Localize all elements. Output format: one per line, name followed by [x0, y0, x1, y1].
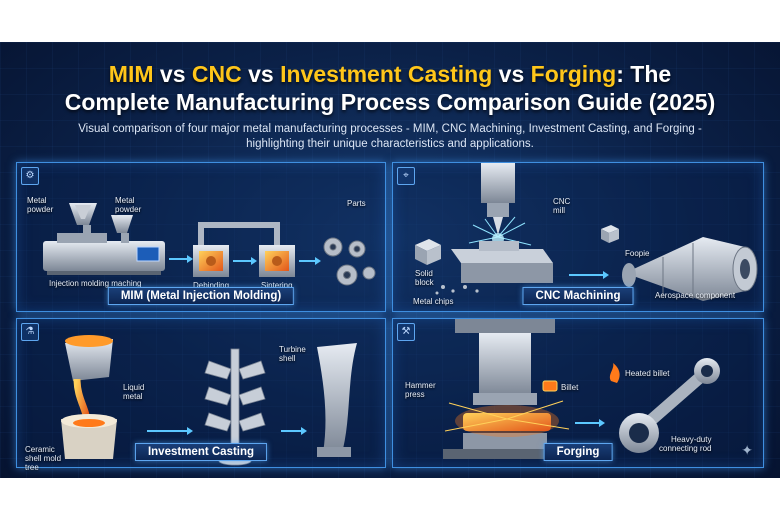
panel-investment-casting: ⚗ [16, 318, 386, 472]
gear-icon: ⚙ [21, 167, 39, 185]
label-foopie: Foopie [625, 249, 650, 258]
powder-hopper-2 [111, 215, 133, 233]
turbine-blade [317, 343, 357, 457]
hot-billet [463, 413, 551, 431]
cnc-illustration [415, 163, 758, 301]
forge-sparks [444, 400, 570, 432]
ceramic-mold [61, 419, 117, 459]
injection-molding-machine [43, 241, 165, 271]
forging-illustration [443, 319, 720, 459]
mim-illustration [43, 203, 376, 286]
ladle-icon: ⚗ [21, 323, 39, 341]
cnc-mill-icon: ⌖ [397, 167, 415, 185]
aerospace-component [622, 237, 758, 301]
page-subtitle: Visual comparison of four major metal ma… [78, 123, 702, 150]
label-billet: Billet [561, 383, 579, 392]
workpiece-block [451, 249, 553, 263]
sintered-parts [323, 237, 376, 286]
page-title: MIM vs CNC vs Investment Casting vs Forg… [108, 61, 672, 87]
connecting-rod [619, 358, 720, 453]
label-debinding: Debinding [193, 281, 230, 290]
hammer-press [443, 319, 567, 459]
label-heated-billet: Heated billet [625, 369, 670, 378]
press-icon: ⚒ [397, 323, 415, 341]
panel-forging-title: Forging [543, 443, 613, 461]
panel-mim-title: MIM (Metal Injection Molding) [107, 287, 295, 305]
label-parts: Parts [347, 199, 366, 208]
panel-cnc-title: CNC Machining [522, 287, 634, 305]
label-metal-chips: Metal chips [413, 297, 454, 306]
cutting-tool [493, 217, 503, 235]
label-aerospace-component: Aerospace component [655, 291, 736, 300]
panel-forging: ⚒ [392, 318, 764, 468]
sparkle-icon: ✦ [741, 442, 753, 458]
flame-icon [609, 363, 620, 383]
panel-investment-title: Investment Casting [134, 443, 268, 461]
infographic-poster: MIM vs CNC vs Investment Casting vs Forg… [0, 42, 780, 478]
label-sintering: Sintering [261, 281, 293, 290]
sparks [468, 216, 532, 246]
cnc-spindle [481, 163, 515, 203]
label-injection-machine: Injection molding maching [49, 279, 142, 288]
ladle [65, 335, 113, 381]
page-title-line-2: Complete Manufacturing Process Compariso… [64, 89, 716, 115]
metal-chips [435, 285, 479, 295]
panel-cnc: ⌖ [392, 162, 764, 312]
panel-mim: ⚙ [16, 162, 386, 312]
